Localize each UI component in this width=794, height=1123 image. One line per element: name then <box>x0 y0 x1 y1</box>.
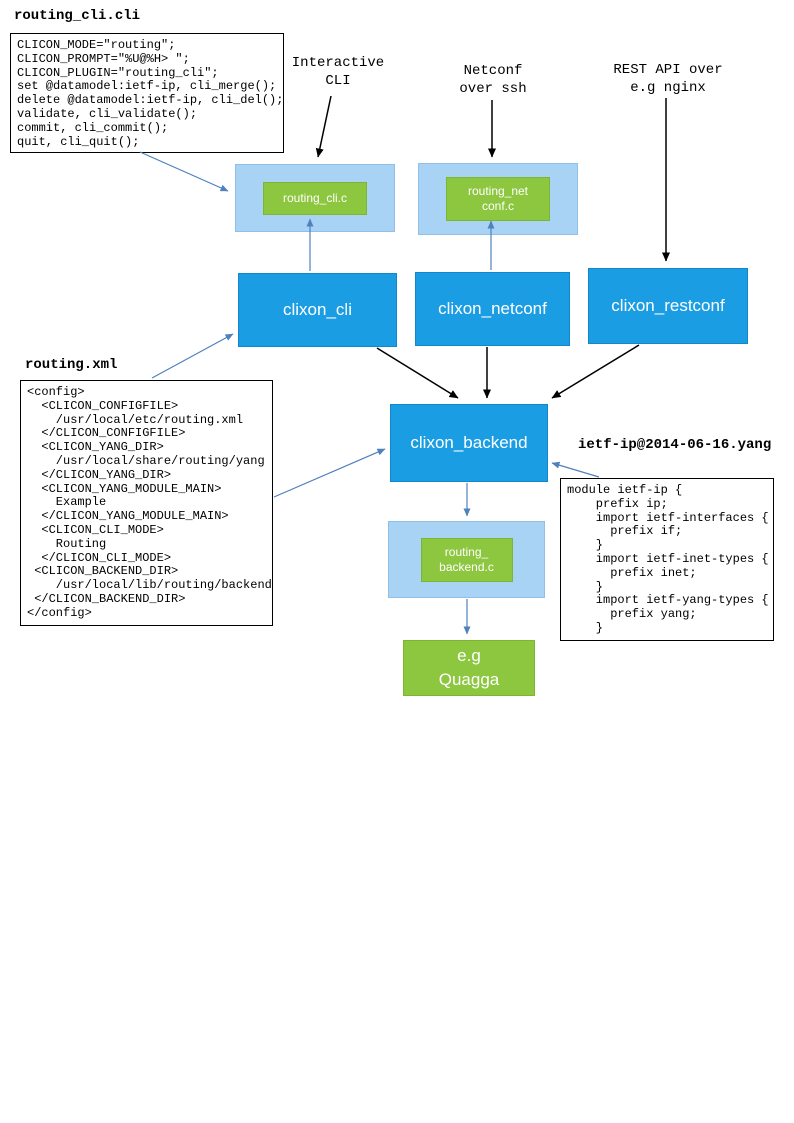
rest-api-annotation: REST API over e.g nginx <box>613 62 723 96</box>
arrow-yang-to-backend <box>551 461 600 478</box>
config-xml-code-box: <config> <CLICON_CONFIGFILE> /usr/local/… <box>20 380 273 626</box>
clixon-netconf-label: clixon_netconf <box>438 299 547 318</box>
quagga-label: e.g Quagga <box>438 646 500 689</box>
arrow-config-to-backend <box>273 448 386 498</box>
routing-backend-plugin-label: routing_ backend.c <box>439 544 494 574</box>
arrow-clispec-to-cli-plugin <box>139 151 229 192</box>
netconf-plugin-container: routing_net conf.c <box>418 163 578 235</box>
cli-spec-filename: routing_cli.cli <box>14 8 141 24</box>
routing-cli-plugin-box: routing_cli.c <box>263 181 367 215</box>
clixon-cli-box: clixon_cli <box>238 273 397 347</box>
quagga-box: e.g Quagga <box>403 640 535 696</box>
clixon-restconf-box: clixon_restconf <box>588 268 748 344</box>
arrow-config-to-clixon-cli <box>151 333 234 379</box>
clixon-netconf-box: clixon_netconf <box>415 272 570 346</box>
yang-code-box: module ietf-ip { prefix ip; import ietf-… <box>560 478 774 641</box>
arrow-cli-to-backend <box>376 347 459 399</box>
cli-plugin-container: routing_cli.c <box>235 164 395 232</box>
routing-netconf-plugin-box: routing_net conf.c <box>446 177 550 221</box>
routing-cli-plugin-label: routing_cli.c <box>282 190 348 205</box>
clixon-restconf-label: clixon_restconf <box>611 296 725 315</box>
arrow-restconf-to-backend <box>551 344 640 399</box>
netconf-over-ssh-annotation: Netconf over ssh <box>459 63 527 97</box>
arrow-interactive-cli-to-cli-plugin <box>315 95 332 158</box>
routing-backend-plugin-box: routing_ backend.c <box>420 537 513 582</box>
config-xml-filename: routing.xml <box>25 357 118 373</box>
clixon-backend-label: clixon_backend <box>410 433 528 452</box>
clixon-cli-label: clixon_cli <box>283 300 352 319</box>
backend-plugin-container: routing_ backend.c <box>388 521 545 598</box>
clixon-backend-box: clixon_backend <box>390 404 548 482</box>
interactive-cli-annotation: Interactive CLI <box>291 55 385 89</box>
yang-filename: ietf-ip@2014-06-16.yang <box>578 437 772 453</box>
routing-netconf-plugin-label: routing_net conf.c <box>467 184 529 213</box>
cli-spec-code-box: CLICON_MODE="routing"; CLICON_PROMPT="%U… <box>10 33 284 153</box>
